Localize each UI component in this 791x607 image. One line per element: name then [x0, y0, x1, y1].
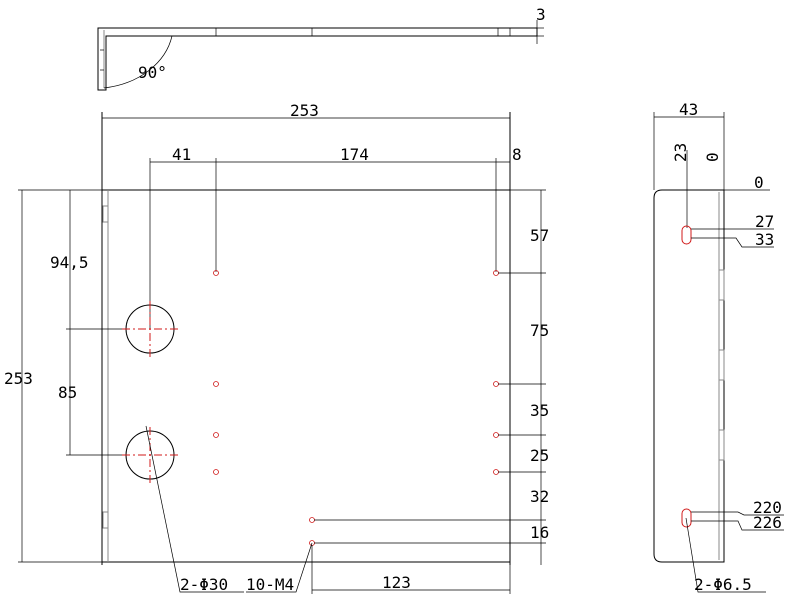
bottom-offset-label: 123 — [382, 573, 411, 592]
front-view: 253 41 174 8 253 94,5 85 — [4, 101, 549, 594]
m4-hole — [213, 270, 219, 276]
slot-leader — [691, 520, 784, 531]
big-hole-callout: 2-Φ30 — [180, 575, 228, 594]
right-spacing-label: 35 — [530, 401, 549, 420]
m4-hole — [213, 432, 219, 438]
flange-tab — [718, 429, 725, 461]
slot-top-1-label: 27 — [755, 212, 774, 231]
slot-bottom-1-label: 220 — [753, 498, 782, 517]
top-view: 90° 3 — [97, 5, 546, 91]
side-view: 43 23 0 0 27 33 220 226 2-Φ6.5 — [653, 100, 784, 594]
flange-tab — [718, 269, 725, 301]
slot-callout-leader — [685, 517, 766, 593]
flange-tab — [718, 349, 725, 381]
overall-width-label: 253 — [290, 101, 319, 120]
m4-hole — [309, 517, 315, 523]
right-margin-label: 8 — [512, 145, 522, 164]
slot-top-2-label: 33 — [755, 230, 774, 249]
thread-leader — [246, 542, 313, 593]
big-hole-top-label: 94,5 — [50, 253, 89, 272]
hole-offset-x-label: 41 — [172, 145, 191, 164]
m4-hole — [213, 469, 219, 475]
slot-hole — [681, 225, 692, 245]
m4-hole — [493, 469, 499, 475]
right-spacing-label: 25 — [530, 446, 549, 465]
slot-leader — [691, 237, 774, 248]
slot-hole — [681, 508, 692, 528]
right-spacing-label: 32 — [530, 487, 549, 506]
side-depth-label: 43 — [679, 100, 698, 119]
angle-arc — [103, 35, 173, 89]
side-ref-0-horizontal-label: 0 — [754, 173, 764, 192]
flange-tab — [102, 205, 109, 223]
thread-callout: 10-M4 — [246, 575, 294, 594]
m4-hole — [493, 381, 499, 387]
slot-callout: 2-Φ6.5 — [694, 575, 752, 594]
thickness-label: 3 — [536, 5, 546, 24]
side-ref-23-label: 23 — [671, 143, 690, 162]
right-spacing-label: 57 — [530, 226, 549, 245]
hole-span-x-label: 174 — [340, 145, 369, 164]
m4-hole — [213, 381, 219, 387]
large-hole — [122, 427, 178, 483]
big-hole-spacing-label: 85 — [58, 383, 77, 402]
right-spacing-label: 75 — [530, 321, 549, 340]
slot-bottom-2-label: 226 — [753, 513, 782, 532]
large-hole — [122, 301, 178, 357]
right-spacing-label: 16 — [530, 523, 549, 542]
side-ref-0-vertical-label: 0 — [703, 152, 722, 162]
overall-height-label: 253 — [4, 369, 33, 388]
angle-label: 90° — [138, 63, 167, 82]
side-outline — [653, 189, 725, 563]
big-hole-leader — [145, 425, 244, 593]
m4-hole — [493, 432, 499, 438]
flange-tab — [102, 511, 109, 529]
slot-leader — [691, 511, 784, 516]
